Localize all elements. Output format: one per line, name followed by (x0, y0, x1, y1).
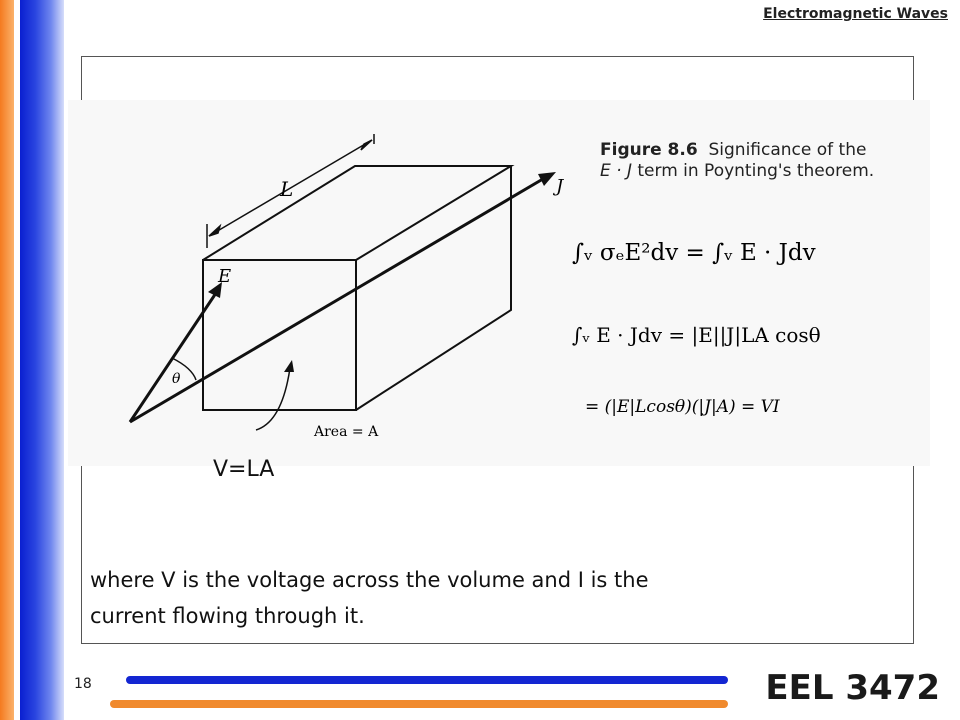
body-paragraph: where V is the voltage across the volume… (90, 562, 890, 634)
orange-side-band (0, 0, 14, 720)
label-j: J (552, 176, 565, 197)
equation-2: ∫ᵥ E · Jdv = |E||J|LA cosθ (572, 323, 821, 347)
caption-line-2: term in Poynting's theorem. (637, 161, 875, 181)
page-number: 18 (74, 676, 92, 692)
caption-line-1: Significance of the (708, 140, 867, 160)
figure-caption: Figure 8.6 Significance of the E · J ter… (600, 140, 874, 182)
blue-side-band (20, 0, 64, 720)
header-title: Electromagnetic Waves (763, 6, 948, 22)
box-side-edge (355, 166, 512, 411)
label-theta: θ (172, 371, 181, 387)
theta-arc (171, 357, 197, 381)
current-density-arrow (129, 172, 556, 424)
label-l: L (279, 177, 293, 201)
caption-term: E · J (600, 161, 632, 181)
area-pointer-head (284, 360, 294, 372)
length-dimension (206, 134, 375, 248)
course-code: EEL 3472 (765, 668, 940, 708)
electric-field-arrow (128, 282, 222, 423)
footer-orange-line (110, 700, 728, 708)
figure-panel: L E J θ Area = A (68, 100, 930, 466)
footer-blue-line (126, 676, 728, 684)
side-band-gap (14, 0, 20, 720)
label-e: E (217, 266, 231, 287)
equation-1: ∫ᵥ σₑE²dv = ∫ᵥ E · Jdv (572, 240, 816, 266)
body-line-1: where V is the voltage across the volume… (90, 568, 649, 592)
area-pointer (255, 367, 291, 431)
equation-3: = (|E|Lcosθ)(|J|A) = VI (585, 397, 780, 417)
volume-label: V=LA (213, 457, 275, 482)
figure-number: Figure 8.6 (600, 140, 698, 160)
body-line-2: current flowing through it. (90, 604, 365, 628)
label-area: Area = A (313, 424, 379, 440)
box-top-face (202, 165, 515, 261)
poynting-figure-diagram: L E J θ Area = A (128, 134, 565, 440)
